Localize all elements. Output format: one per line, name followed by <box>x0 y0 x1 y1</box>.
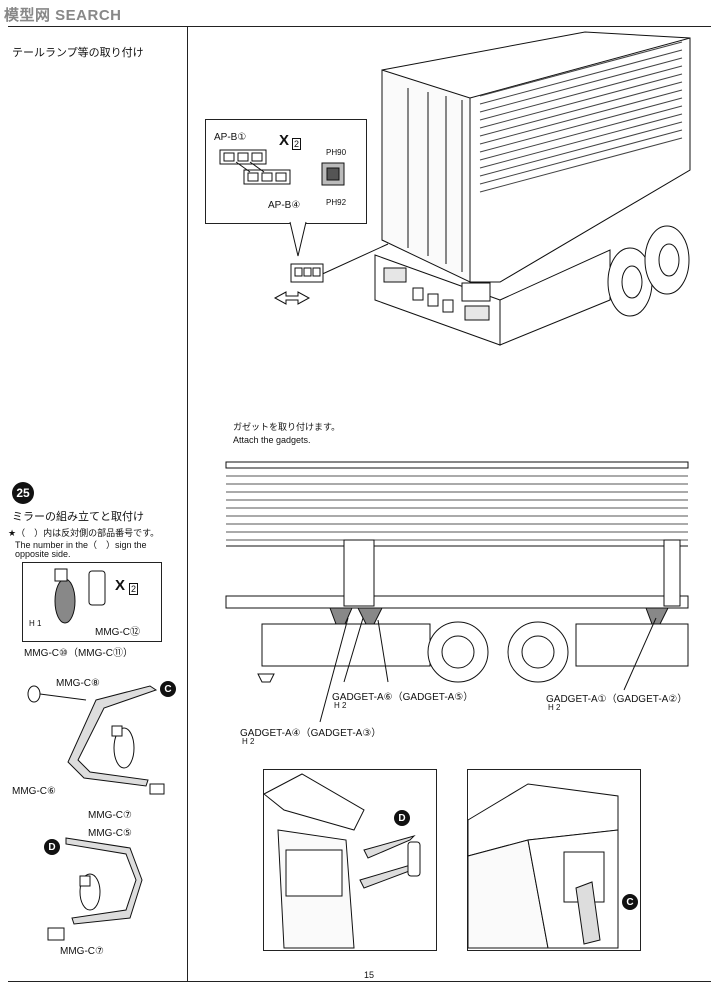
paint-code-2: PH92 <box>326 198 347 207</box>
gadget-a6-label: GADGET-A⑥（GADGET-A⑤） <box>332 692 474 703</box>
x-mark: X <box>279 132 290 149</box>
paint-h1: H 1 <box>29 619 42 628</box>
x-count-mirror: 2 <box>129 583 139 595</box>
page-number: 15 <box>364 970 375 980</box>
x-count: 2 <box>292 138 302 150</box>
header-rule <box>8 26 711 27</box>
mirror-parts-drawing <box>54 568 106 624</box>
step-25-note-en-1: The number in the（ ）sign the <box>15 540 147 550</box>
x-mark-mirror: X <box>115 577 126 594</box>
paint-code-1: PH90 <box>326 148 347 157</box>
cab-closeup-d: D <box>263 769 437 951</box>
gadget-a6-paint: H 2 <box>334 701 347 710</box>
gadget-a4-label: GADGET-A④（GADGET-A③） <box>240 728 382 739</box>
part-mmg-c5: MMG-C⑤ <box>88 828 132 839</box>
cab-c-drawing <box>467 783 619 949</box>
column-divider <box>187 26 188 981</box>
step-tail-lamp-title: テールランプ等の取り付け <box>12 47 144 59</box>
ref-badge-c: C <box>160 681 176 697</box>
part-apb1-label: AP-B① <box>214 132 247 143</box>
part-mmg-c12: MMG-C⑫ <box>95 627 140 638</box>
part-mmg-c8: MMG-C⑧ <box>56 678 100 689</box>
double-arrow <box>273 291 311 305</box>
part-mmg-c7a: MMG-C⑦ <box>88 810 132 821</box>
cab-closeup-c: C <box>467 769 641 951</box>
gadget-a1-label: GADGET-A①（GADGET-A②） <box>546 694 688 705</box>
ref-badge-c-closeup: C <box>622 894 638 910</box>
ref-badge-d-closeup: D <box>394 810 410 826</box>
ref-badge-d: D <box>44 839 60 855</box>
part-mmg-c7b: MMG-C⑦ <box>60 946 104 957</box>
part-mmg-c10: MMG-C⑩（MMG-C⑪） <box>24 648 133 659</box>
part-apb4-label: AP-B④ <box>268 200 301 211</box>
tail-lamp-detail-box: AP-B① AP-B④ X 2 PH90 PH92 <box>205 119 367 224</box>
step-25-title: ミラーの組み立てと取付け <box>12 511 144 523</box>
watermark-logo: 模型网 SEARCH <box>4 7 122 24</box>
tail-lamp-parts-drawing <box>219 149 345 186</box>
part-mmg-c6: MMG-C⑥ <box>12 786 56 797</box>
step-25-note-en-2: opposite side. <box>15 549 71 559</box>
gadget-a4-paint: H 2 <box>242 737 255 746</box>
footer-rule <box>8 981 711 982</box>
mirror-parts-box: X 2 H 1 MMG-C⑫ <box>22 562 162 642</box>
step-25-badge: 25 <box>12 482 34 504</box>
gadget-a1-paint: H 2 <box>548 703 561 712</box>
cab-d-drawing <box>263 773 421 949</box>
gadget-note-jp: ガゼットを取り付けます。 <box>233 422 341 432</box>
step-25-note-jp: ★（ ）内は反対側の部品番号です。 <box>8 528 160 538</box>
gadget-note-en: Attach the gadgets. <box>233 435 311 445</box>
